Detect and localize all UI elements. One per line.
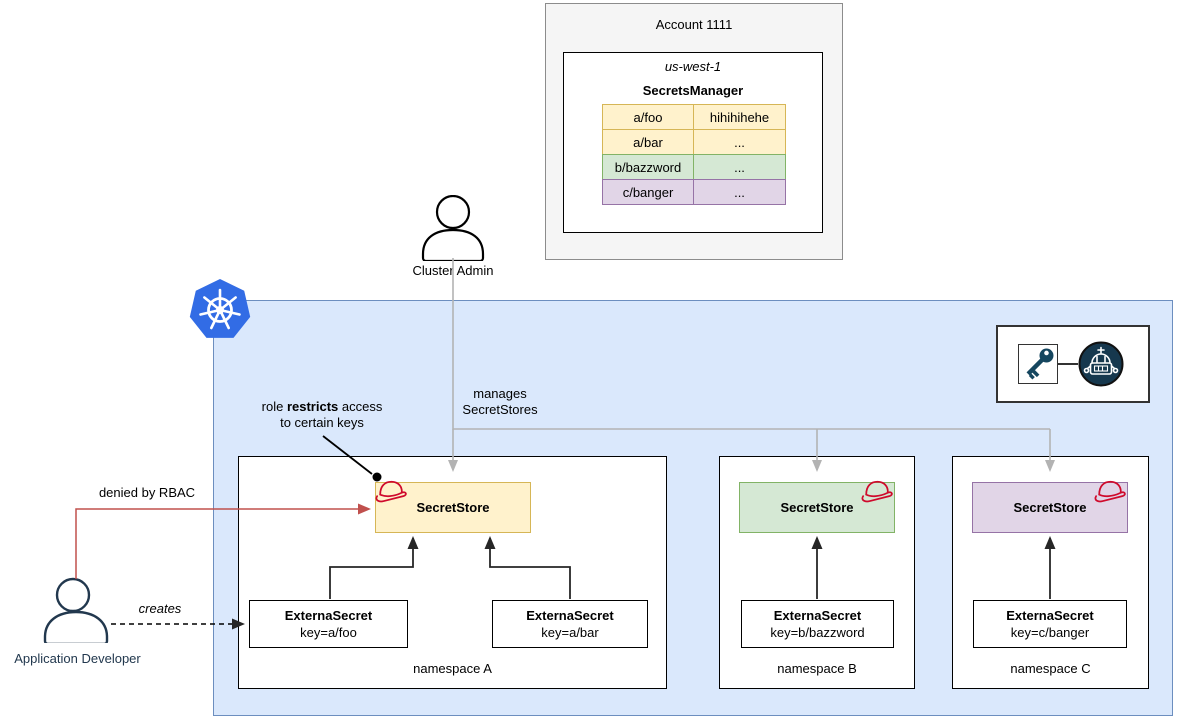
redhat-fedora-icon: [375, 480, 407, 503]
user-icon: [43, 577, 109, 643]
manages-secretstores-label: manages SecretStores: [462, 386, 538, 417]
secretstore-c: SecretStore: [972, 480, 1128, 533]
cluster-admin-label: Cluster Admin: [412, 263, 494, 278]
secret-value-cell: ...: [693, 154, 786, 180]
table-row: c/banger ...: [602, 179, 787, 205]
externasecret-a-bar: ExternaSecret key=a/bar: [492, 600, 648, 648]
creates-label: creates: [138, 601, 182, 616]
secret-value-cell: hihihihehe: [693, 104, 786, 130]
externasecret-b-bazzword: ExternaSecret key=b/bazzword: [741, 600, 894, 648]
namespace-b-label: namespace B: [777, 661, 857, 676]
external-secrets-robot-icon: [1078, 341, 1124, 387]
secrets-table: a/foo hihihihehe a/bar ... b/bazzword ..…: [602, 104, 787, 205]
application-developer-label: Application Developer: [14, 651, 141, 666]
denied-by-rbac-label: denied by RBAC: [98, 485, 196, 500]
region-label: us-west-1: [664, 59, 722, 74]
redhat-fedora-icon: [861, 480, 893, 503]
user-icon: [421, 195, 485, 261]
secretstore-a: SecretStore: [375, 480, 531, 533]
redhat-fedora-icon: [1094, 480, 1126, 503]
account-title: Account 1111: [655, 17, 733, 32]
kubernetes-logo-icon: [189, 279, 251, 338]
namespace-a-label: namespace A: [413, 661, 492, 676]
externasecret-c-banger: ExternaSecret key=c/banger: [973, 600, 1127, 648]
secret-value-cell: ...: [693, 179, 786, 205]
secret-key-cell: b/bazzword: [602, 154, 694, 180]
table-row: a/bar ...: [602, 129, 787, 155]
table-row: a/foo hihihihehe: [602, 104, 787, 130]
secrets-manager-label: SecretsManager: [642, 83, 744, 98]
secret-value-cell: ...: [693, 129, 786, 155]
namespace-c-label: namespace C: [1010, 661, 1091, 676]
secret-key-cell: a/bar: [602, 129, 694, 155]
externasecret-a-foo: ExternaSecret key=a/foo: [249, 600, 408, 648]
secret-key-cell: a/foo: [602, 104, 694, 130]
role-restricts-label: role restricts access to certain keys: [261, 399, 383, 430]
table-row: b/bazzword ...: [602, 154, 787, 180]
key-icon: [1026, 348, 1054, 380]
secret-key-cell: c/banger: [602, 179, 694, 205]
secretstore-b: SecretStore: [739, 480, 895, 533]
